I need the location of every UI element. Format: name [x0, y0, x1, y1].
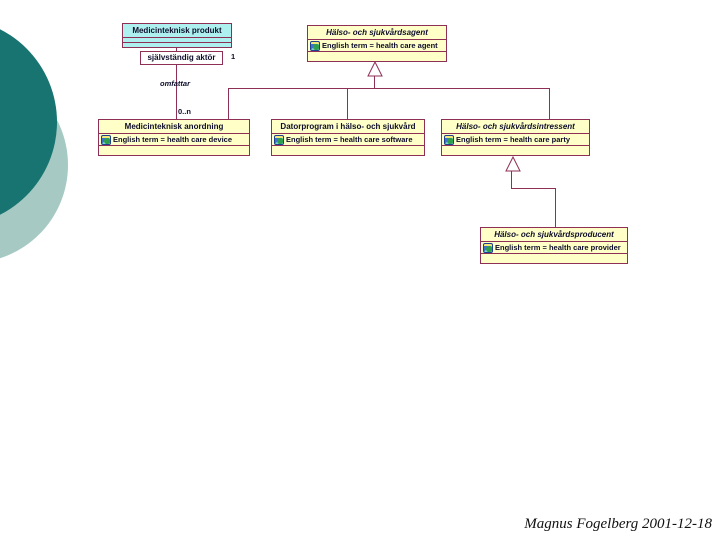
association-line-omfattar	[176, 46, 177, 120]
class-sjalvstandig-aktor[interactable]: självständig aktör	[140, 51, 223, 65]
generalization-elbow-vertical	[555, 188, 556, 227]
class-name: Medicinteknisk anordning	[124, 122, 224, 131]
operations-compartment	[442, 145, 589, 155]
class-name: Datorprogram i hälso- och sjukvård	[280, 122, 416, 131]
class-medicinteknisk-anordning[interactable]: Medicinteknisk anordning English term = …	[98, 119, 250, 156]
class-name: självständig aktör	[147, 53, 216, 62]
association-name-label: omfattar	[159, 79, 190, 88]
generalization-elbow-horizontal	[511, 188, 556, 189]
generalization-triangle-icon	[505, 156, 521, 172]
class-name: Hälso- och sjukvårdsproducent	[494, 230, 614, 239]
attribute-spec-icon	[274, 134, 284, 145]
english-term-attribute: English term = health care device	[113, 135, 233, 144]
class-name: Hälso- och sjukvårdsagent	[326, 28, 428, 37]
generalization-branch-line	[228, 88, 550, 89]
class-halso-och-sjukvardsproducent[interactable]: Hälso- och sjukvårdsproducent English te…	[480, 227, 628, 264]
operations-compartment	[123, 42, 231, 47]
generalization-triangle-icon	[367, 61, 383, 77]
attributes-compartment: English term = health care provider	[481, 241, 627, 253]
attribute-spec-icon	[483, 242, 493, 253]
class-name: Medicinteknisk produkt	[132, 26, 222, 35]
multiplicity-label-0n: 0..n	[178, 107, 191, 116]
class-halso-och-sjukvardsagent[interactable]: Hälso- och sjukvårdsagent English term =…	[307, 25, 447, 62]
attributes-compartment: English term = health care party	[442, 133, 589, 145]
generalization-stem-line	[374, 76, 375, 89]
attribute-spec-icon	[444, 134, 454, 145]
attribute-spec-icon	[101, 134, 111, 145]
generalization-drop-anordning	[228, 88, 229, 120]
class-halso-och-sjukvardsintressent[interactable]: Hälso- och sjukvårdsintressent English t…	[441, 119, 590, 156]
english-term-attribute: English term = health care software	[286, 135, 413, 144]
class-medicinteknisk-produkt[interactable]: Medicinteknisk produkt	[122, 23, 232, 48]
attributes-compartment: English term = health care software	[272, 133, 424, 145]
class-datorprogram-i-halso-och-sjukvard[interactable]: Datorprogram i hälso- och sjukvård Engli…	[271, 119, 425, 156]
attributes-compartment: English term = health care device	[99, 133, 249, 145]
generalization-drop-intressent	[549, 88, 550, 120]
multiplicity-label-1: 1	[231, 52, 236, 61]
english-term-attribute: English term = health care agent	[322, 41, 438, 50]
operations-compartment	[99, 145, 249, 155]
attribute-spec-icon	[310, 40, 320, 51]
attributes-compartment: English term = health care agent	[308, 39, 446, 51]
english-term-attribute: English term = health care party	[456, 135, 570, 144]
english-term-attribute: English term = health care provider	[495, 243, 621, 252]
operations-compartment	[272, 145, 424, 155]
operations-compartment	[308, 51, 446, 61]
class-name: Hälso- och sjukvårdsintressent	[456, 122, 575, 131]
generalization-stem-line	[511, 171, 512, 188]
attributes-compartment	[123, 37, 231, 42]
operations-compartment	[481, 253, 627, 263]
slide-credit-text: Magnus Fogelberg 2001-12-18	[524, 516, 712, 532]
generalization-drop-datorprogram	[347, 88, 348, 120]
